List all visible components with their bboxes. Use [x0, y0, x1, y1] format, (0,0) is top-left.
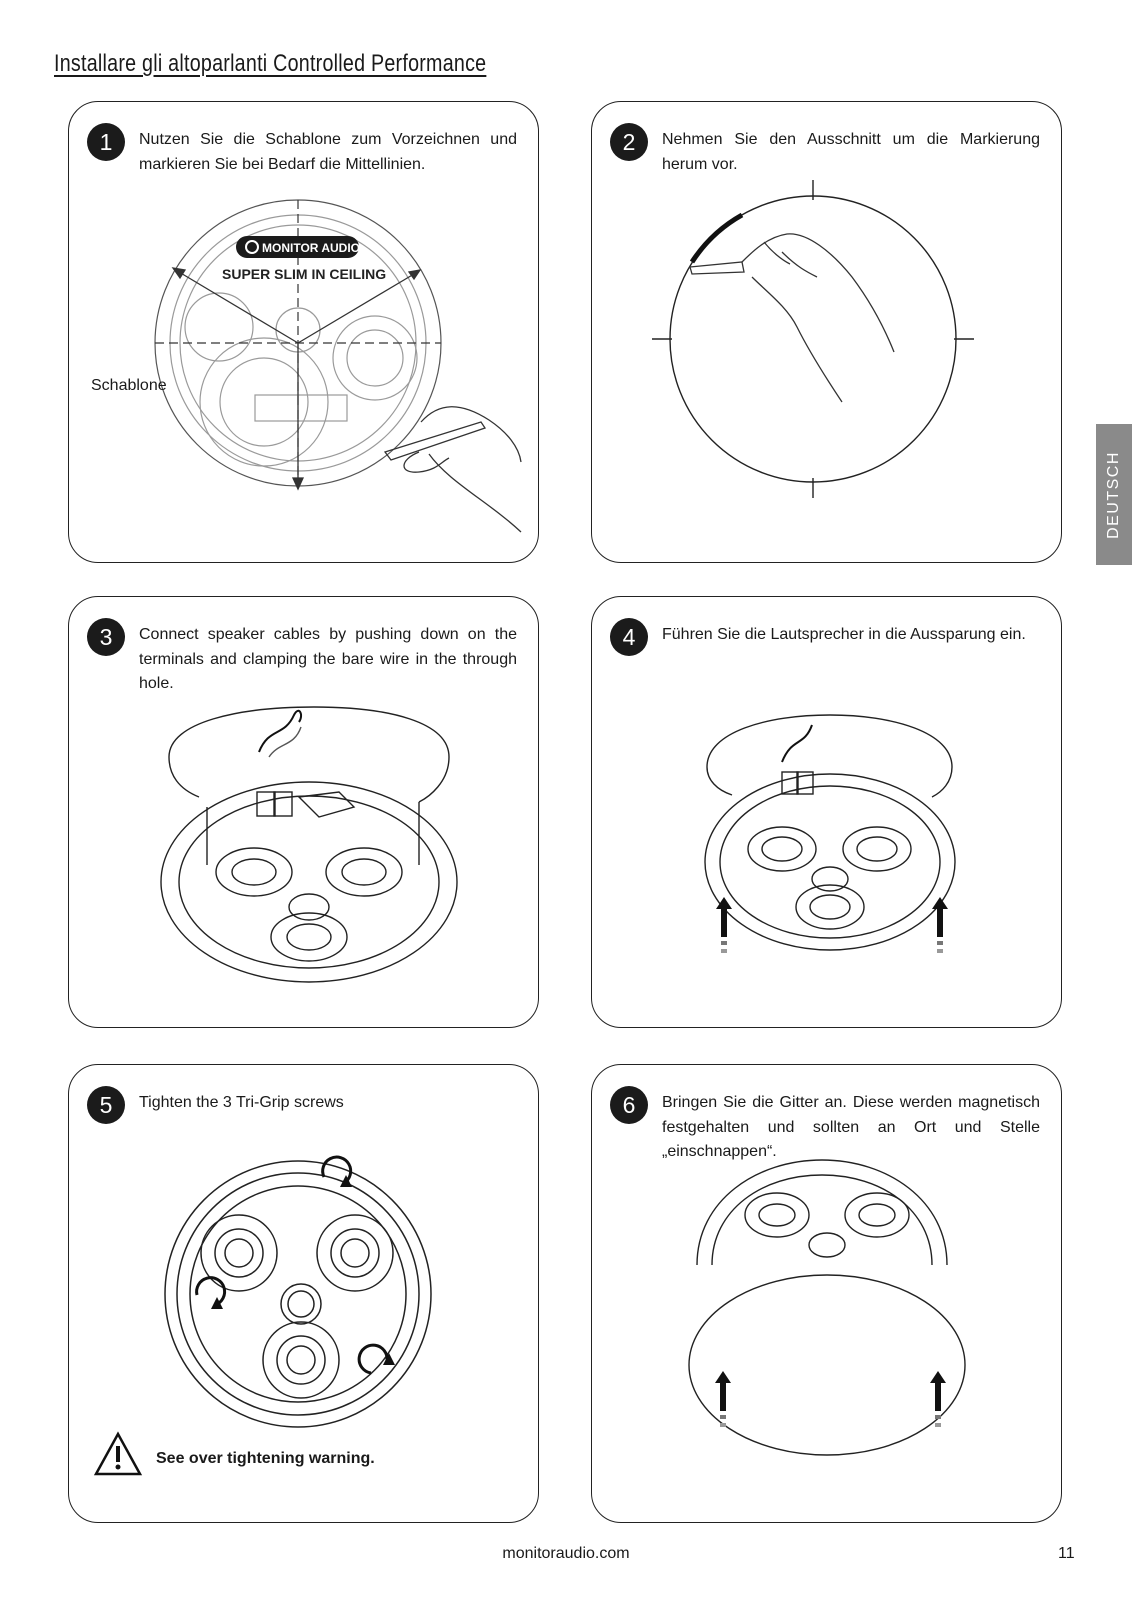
speaker-wiring-illustration [160, 706, 458, 983]
template-illustration: MONITOR AUDIO SUPER SLIM IN CEILING [154, 199, 522, 533]
step-1-number: 1 [87, 123, 125, 161]
rotate-arrow-icon [195, 1155, 389, 1375]
step-3-text: Connect speaker cables by pushing down o… [139, 626, 517, 692]
step-6-number: 6 [610, 1086, 648, 1124]
step-4-panel: 4 Führen Sie die Lautsprecher in die Aus… [591, 596, 1062, 1028]
up-arrow-icon [932, 897, 948, 953]
step-4-number: 4 [610, 618, 648, 656]
step-1-panel: 1 Nutzen Sie die Schablone zum Vorzeichn… [68, 101, 539, 563]
step-2-panel: 2 Nehmen Sie den Ausschnitt um die Marki… [591, 101, 1062, 563]
cutout-illustration [652, 180, 974, 498]
language-tab: DEUTSCH [1096, 424, 1132, 565]
footer-url: monitoraudio.com [502, 1545, 630, 1562]
grille-fitting-illustration [688, 1159, 966, 1456]
page-title: Installare gli altoparlanti Controlled P… [54, 50, 487, 77]
step-3-number: 3 [87, 618, 125, 656]
template-label: Schablone [91, 377, 167, 394]
warning-text: See over tightening warning. [156, 1450, 375, 1467]
up-arrow-icon [930, 1371, 946, 1427]
product-label: SUPER SLIM IN CEILING [222, 266, 386, 282]
tri-grip-illustration [164, 1155, 432, 1428]
warning-triangle-icon [93, 1431, 143, 1476]
step-3-panel: 3 Connect speaker cables by pushing down… [68, 596, 539, 1028]
language-tab-label: DEUTSCH [1105, 450, 1122, 539]
step-2-number: 2 [610, 123, 648, 161]
brand-logo-text: MONITOR AUDIO [262, 241, 360, 255]
step-5-number: 5 [87, 1086, 125, 1124]
up-arrow-icon [715, 1371, 731, 1427]
step-6-text: Bringen Sie die Gitter an. Diese werden … [662, 1094, 1040, 1160]
step-4-text: Führen Sie die Lautsprecher in die Aussp… [662, 626, 1026, 643]
up-arrow-icon [716, 897, 732, 953]
page-number: 11 [1058, 1545, 1075, 1562]
step-1-text: Nutzen Sie die Schablone zum Vorzeichnen… [139, 131, 517, 173]
step-6-panel: 6 Bringen Sie die Gitter an. Diese werde… [591, 1064, 1062, 1523]
step-2-text: Nehmen Sie den Ausschnitt um die Markier… [662, 131, 1040, 173]
step-5-panel: 5 Tighten the 3 Tri-Grip screws See over… [68, 1064, 539, 1523]
speaker-insert-illustration [704, 714, 956, 953]
step-5-text: Tighten the 3 Tri-Grip screws [139, 1094, 344, 1111]
